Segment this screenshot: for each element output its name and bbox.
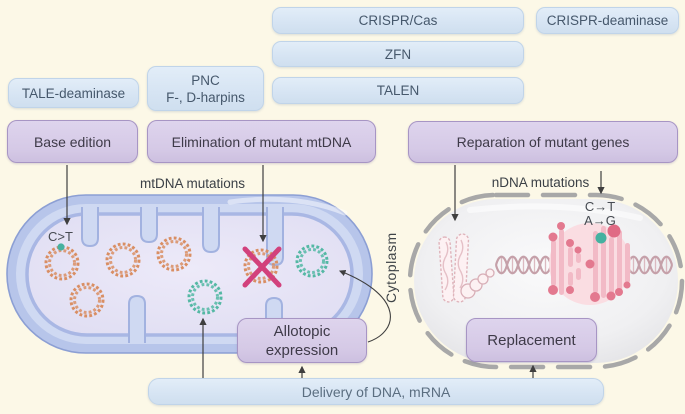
box-pnc: PNC F-, D-harpins	[147, 66, 264, 111]
mtdna-ring	[187, 279, 223, 315]
mtdna-ring	[156, 236, 192, 272]
box-crispr-deaminase: CRISPR-deaminase	[536, 7, 679, 34]
arrow-allotopic-to-teal-ring	[338, 269, 391, 343]
box-allotopic-line2: expression	[265, 341, 339, 359]
mutant-base-dot	[607, 224, 621, 238]
box-reparation: Reparation of mutant genes	[408, 121, 678, 163]
mtdna-ring-eliminated	[243, 248, 279, 284]
label-ndna-point-mutation-line2: A→G	[584, 213, 616, 228]
box-allotopic-expression: Allotopic expression	[237, 318, 367, 363]
box-base-edition: Base edition	[7, 120, 138, 163]
mtdna-ring	[105, 242, 141, 278]
label-mtdna-point-mutation: C>T	[48, 229, 73, 244]
box-allotopic-line1: Allotopic	[273, 322, 331, 340]
edited-base-dot	[57, 243, 65, 251]
mtdna-ring	[44, 245, 80, 281]
box-delivery: Delivery of DNA, mRNA	[148, 378, 604, 405]
label-ndna-mutations: nDNA mutations	[491, 175, 590, 190]
mtdna-ring	[295, 244, 329, 278]
box-zfn: ZFN	[272, 41, 524, 67]
flow-arrows	[63, 165, 605, 379]
box-elimination: Elimination of mutant mtDNA	[147, 120, 376, 163]
corrected-base-dot	[595, 232, 607, 244]
mtdna-rings-teal	[187, 244, 329, 315]
label-mtdna-mutations: mtDNA mutations	[139, 176, 246, 191]
box-replacement: Replacement	[466, 318, 597, 362]
mtdna-ring	[69, 282, 105, 318]
nucleus-closeup	[548, 222, 631, 305]
box-tale-deaminase: TALE-deaminase	[8, 78, 139, 108]
label-ndna-point-mutation-line1: C→T	[584, 199, 616, 214]
dna-unwinding-coil	[460, 268, 495, 299]
box-pnc-line1: PNC	[191, 72, 220, 88]
box-crispr-cas: CRISPR/Cas	[272, 7, 524, 34]
mtdna-rings-orange	[44, 236, 279, 318]
label-cytoplasm: Cytoplasm	[383, 232, 399, 303]
cell-membrane	[407, 192, 685, 370]
label-ndna-point-mutations: C→T A→G	[579, 200, 621, 228]
elimination-cross-icon	[242, 246, 282, 288]
base-dots	[548, 222, 631, 302]
box-pnc-line2: F-, D-harpins	[166, 89, 245, 105]
box-talen: TALEN	[272, 77, 524, 104]
mitochondrion-illustration	[6, 194, 373, 354]
